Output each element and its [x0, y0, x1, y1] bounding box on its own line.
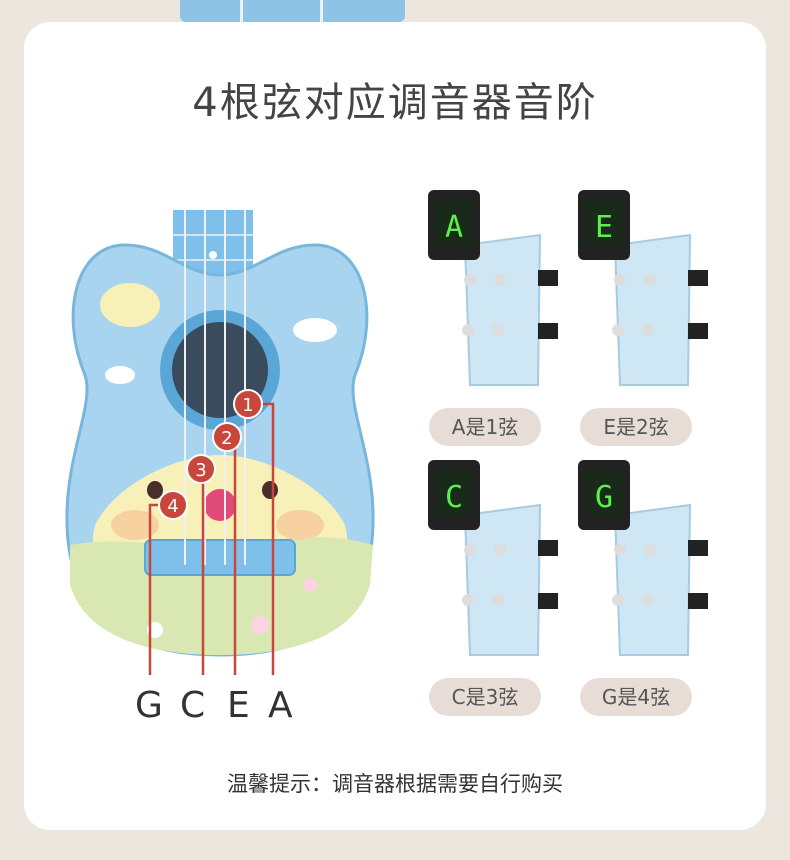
string-badge-2-label: 2: [221, 428, 232, 449]
tuner-image-a: A: [428, 190, 558, 386]
tuner-note-c: C: [445, 480, 463, 515]
string-label-c: C: [180, 685, 206, 726]
string-badge-1: [233, 389, 263, 419]
tuner-image-g: G: [578, 460, 708, 656]
page-title: 4根弦对应调音器音阶: [192, 80, 598, 126]
string-note-labels: G C E A: [130, 685, 310, 729]
string-label-a: A: [268, 685, 293, 726]
caption-string-1: A是1弦: [429, 408, 541, 446]
string-label-e: E: [227, 685, 250, 726]
ukulele-illustration: 1 2 3 4: [65, 210, 375, 675]
string-badge-3-label: 3: [195, 460, 206, 481]
string-badge-3: [186, 454, 216, 484]
tuner-image-c: C: [428, 460, 558, 656]
tuner-note-a: A: [445, 210, 463, 245]
purchase-tip: 温馨提示：调音器根据需要自行购买: [227, 772, 563, 796]
caption-string-4: G是4弦: [580, 678, 692, 716]
ukulele-neck-top: [180, 0, 405, 22]
string-badge-1-label: 1: [242, 395, 253, 416]
caption-string-2: E是2弦: [580, 408, 692, 446]
string-badge-2: [212, 422, 242, 452]
caption-string-3: C是3弦: [429, 678, 541, 716]
string-number-badges: 1 2 3 4: [158, 389, 263, 520]
string-badge-4: [158, 490, 188, 520]
string-badge-4-label: 4: [167, 496, 178, 517]
tuner-note-e: E: [595, 210, 613, 245]
tuner-note-g: G: [595, 480, 613, 515]
string-label-g: G: [135, 685, 163, 726]
tuner-image-e: E: [578, 190, 708, 386]
